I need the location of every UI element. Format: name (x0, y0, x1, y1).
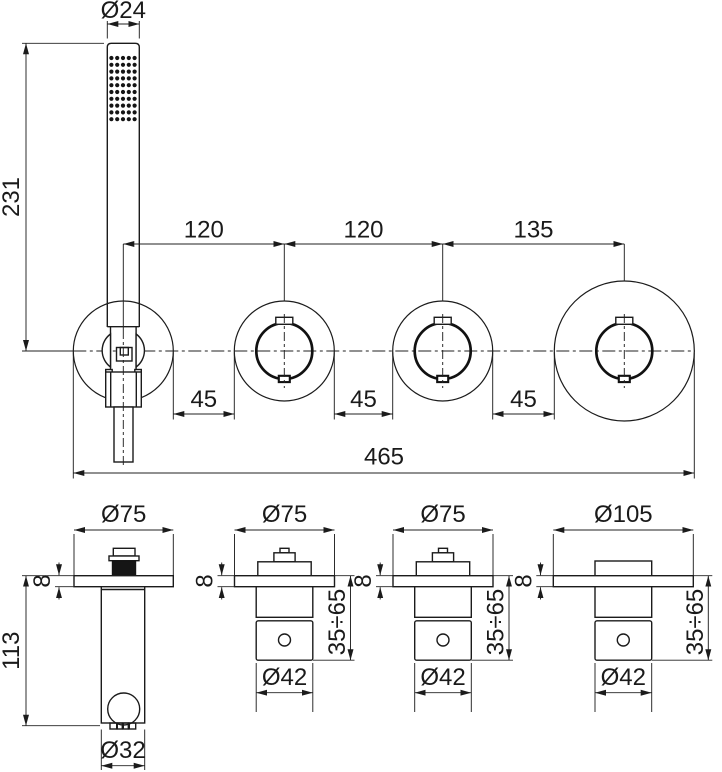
dim-label-handle4-projection: 35÷65 (682, 589, 709, 656)
dim-label-plate4-thickness: 8 (511, 574, 538, 587)
valve3-body (415, 561, 471, 577)
side-view-unit-4: Ø105 8 35÷65 Ø42 (511, 501, 713, 712)
valve3-neck (414, 586, 473, 619)
dim-label-plate1-diameter: Ø75 (101, 501, 146, 528)
side-view-unit-1: Ø75 8 113 Ø32 (0, 501, 175, 770)
valve2-body (257, 561, 312, 577)
dim-label-spacing-1-2: 120 (184, 217, 224, 244)
dim-label-handle2-diameter: Ø42 (262, 664, 307, 691)
front-view-dimensions: Ø24 231 120 120 135 (0, 0, 695, 479)
dim-label-handle3-diameter: Ø42 (420, 664, 465, 691)
plate-1-side (73, 575, 175, 588)
valve3-stem (431, 552, 455, 563)
holder-clamp-right (135, 332, 146, 369)
valve4-handle-dot (616, 633, 630, 647)
holder-clamp-left (101, 332, 112, 369)
valve2-handle-dot (277, 633, 292, 647)
dim-label-total-width: 465 (364, 444, 404, 471)
valve2-handle (255, 620, 314, 661)
wall-plate-2-valve (233, 300, 335, 402)
plate-4-side (552, 575, 694, 588)
holder-knob-top (112, 547, 136, 557)
plate-2-side (233, 575, 336, 588)
dim-label-gap-3: 45 (510, 386, 537, 413)
dim-label-handle3-projection: 35÷65 (483, 589, 510, 656)
side-view-unit-3: Ø75 8 35÷65 Ø42 (350, 501, 513, 712)
dim-label-gap-1: 45 (190, 386, 217, 413)
dim-label-plate2-diameter: Ø75 (262, 501, 307, 528)
dim-label-plate4-diameter: Ø105 (594, 501, 653, 528)
dim-label-spacing-3-4: 135 (513, 217, 553, 244)
front-view: Ø24 231 120 120 135 (0, 0, 695, 479)
valve2-stem (273, 552, 296, 563)
dim-label-plate2-thickness: 8 (192, 574, 219, 587)
dim-label-plate1-thickness: 8 (29, 574, 56, 587)
holder-knob-lip (108, 555, 140, 562)
spout-aerator-teeth (109, 722, 137, 730)
wall-plate-1-holder (72, 300, 174, 466)
valve4-neck (594, 586, 653, 619)
dim-label-handshower-diameter: Ø24 (101, 0, 146, 24)
dim-label-spout-projection: 113 (0, 632, 25, 670)
side-view-unit-2: Ø75 8 35÷65 Ø42 (192, 501, 355, 712)
valve2-neck (255, 586, 314, 619)
dim-label-gap-2: 45 (350, 386, 377, 413)
valve3-handle-dot (436, 633, 450, 647)
spray-nozzle-dots (109, 55, 137, 122)
valve4-body (594, 560, 653, 577)
dim-label-handshower-length: 231 (0, 177, 25, 217)
dim-label-plate3-thickness: 8 (350, 574, 377, 587)
holder-knob-thread (111, 560, 137, 577)
handshower-front (106, 42, 140, 328)
holder-lock-outer (115, 346, 133, 362)
dim-label-spacing-2-3: 120 (343, 217, 383, 244)
holder-lock-inner (119, 346, 130, 356)
dim-label-handle4-diameter: Ø42 (601, 664, 646, 691)
dim-label-handle2-projection: 35÷65 (324, 589, 351, 656)
dim-label-plate3-diameter: Ø75 (420, 501, 465, 528)
valve4-handle (594, 620, 653, 661)
dim-label-spout-diameter: Ø32 (100, 737, 145, 764)
plate-3-side (392, 575, 494, 588)
valve3-handle (414, 620, 473, 661)
